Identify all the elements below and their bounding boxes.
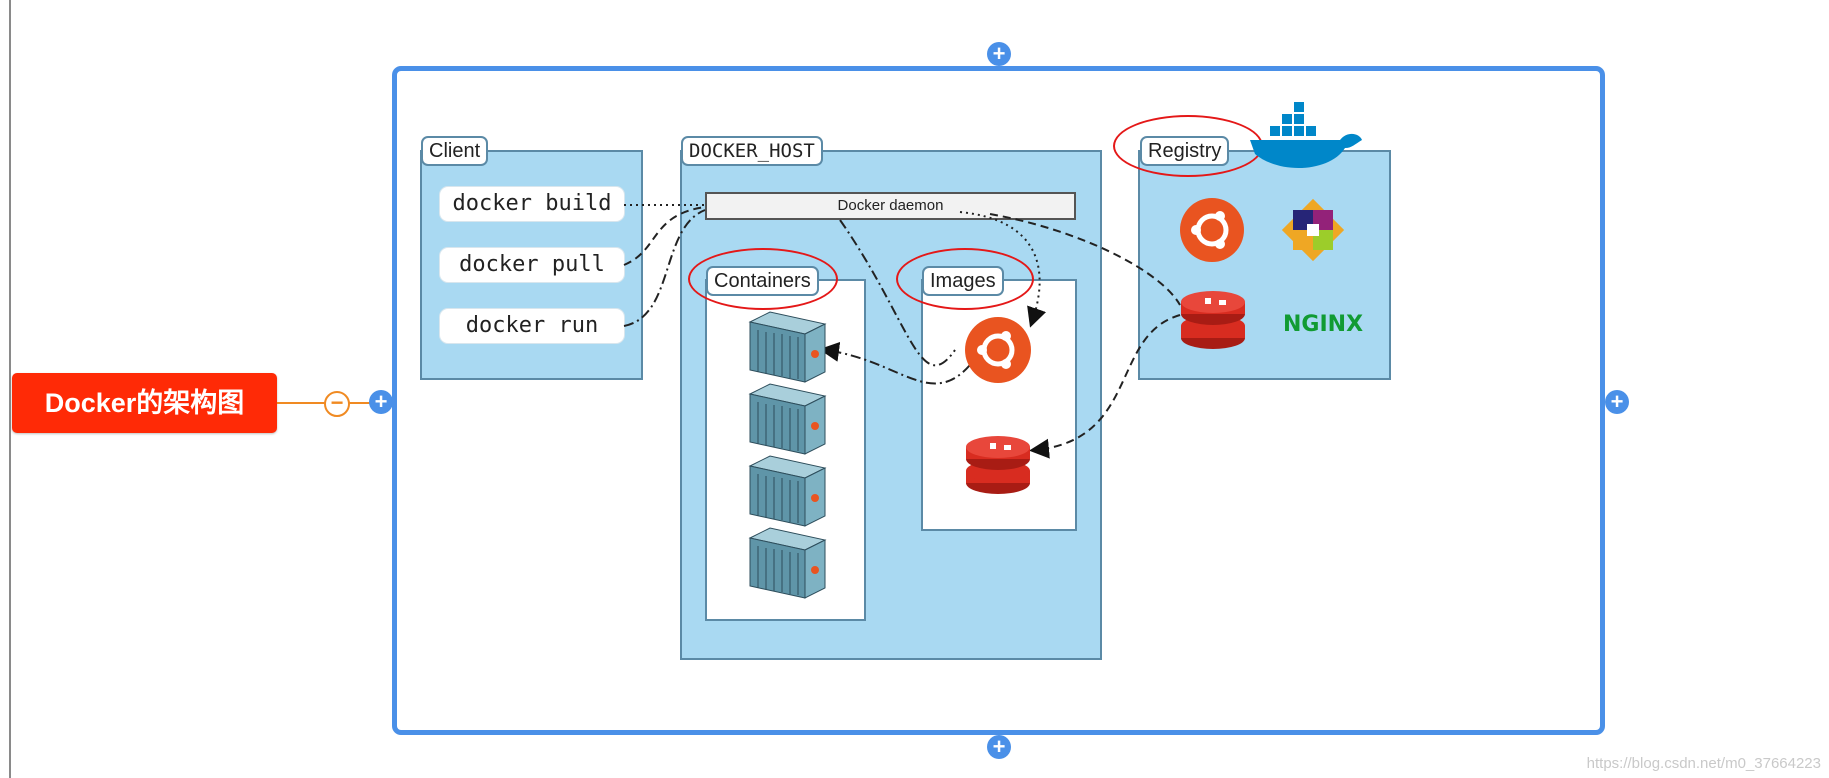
docker-host-label: DOCKER_HOST [681, 136, 823, 166]
redis-image-icon [966, 436, 1030, 494]
add-handle-bottom[interactable]: + [987, 735, 1011, 759]
pull-dashed-line [623, 206, 706, 266]
redis-registry-icon [1181, 291, 1245, 349]
docker-whale-icon [1250, 102, 1362, 169]
container-icon-2 [748, 383, 827, 455]
docker-daemon-bar: Docker daemon [705, 192, 1076, 220]
image-to-container-arrow [819, 341, 971, 385]
command-docker-pull: docker pull [440, 248, 624, 282]
nginx-logo: NGINX [1283, 312, 1364, 337]
container-icon-1 [748, 311, 827, 383]
run-to-container-line [839, 219, 956, 367]
containers-highlight-ring [688, 248, 838, 310]
client-label: Client [421, 136, 489, 166]
root-topic[interactable]: Docker的架构图 [12, 373, 277, 433]
container-icon-4 [748, 527, 827, 599]
registry-panel [1138, 150, 1391, 380]
ubuntu-image-icon [965, 317, 1031, 383]
watermark: https://blog.csdn.net/m0_37664223 [1586, 755, 1821, 772]
left-divider [9, 0, 11, 778]
container-icon-3 [748, 455, 827, 527]
build-to-image-arrow [959, 211, 1047, 328]
registry-to-image-arrow [1029, 314, 1181, 459]
collapse-button[interactable]: − [324, 391, 350, 417]
images-highlight-ring [896, 248, 1034, 310]
pull-to-registry-line [989, 213, 1181, 306]
centos-registry-icon [1281, 198, 1345, 262]
command-docker-build: docker build [440, 187, 624, 221]
add-handle-left[interactable]: + [369, 390, 393, 414]
command-docker-run: docker run [440, 309, 624, 343]
add-handle-right[interactable]: + [1605, 390, 1629, 414]
ubuntu-registry-icon [1180, 198, 1244, 262]
add-handle-top[interactable]: + [987, 42, 1011, 66]
